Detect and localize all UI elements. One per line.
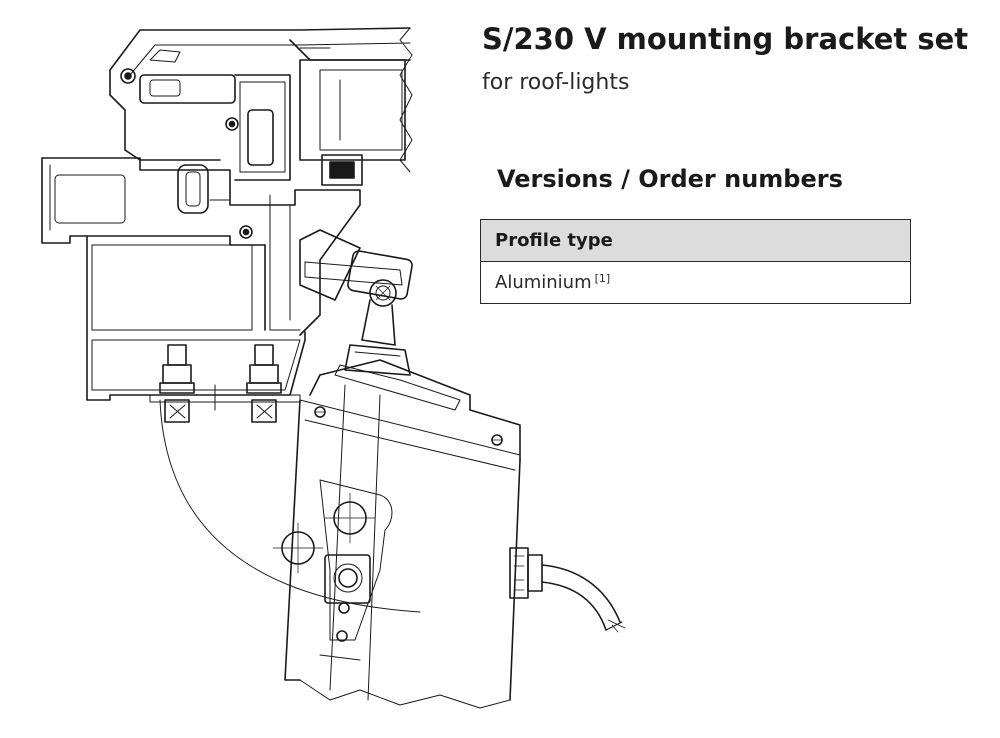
table-row: Aluminium[1] (480, 261, 911, 304)
versions-table: Profile type Aluminium[1] (480, 219, 911, 304)
column-header-profile-type: Profile type (480, 219, 911, 262)
drive-housing (272, 359, 521, 709)
profile-type-value: Aluminium (495, 272, 592, 293)
cable-gland (509, 547, 626, 633)
page-subtitle: for roof-lights (482, 70, 630, 95)
versions-heading: Versions / Order numbers (497, 165, 843, 193)
table-cell-profile-type: Aluminium[1] (480, 261, 911, 304)
roof-light-frame-profile (41, 27, 413, 401)
pivot-bracket (299, 229, 413, 376)
footnote-ref: [1] (594, 272, 611, 285)
page-title: S/230 V mounting bracket set (482, 22, 969, 56)
table-header-row: Profile type (480, 219, 911, 262)
mounting-screws (149, 344, 301, 423)
